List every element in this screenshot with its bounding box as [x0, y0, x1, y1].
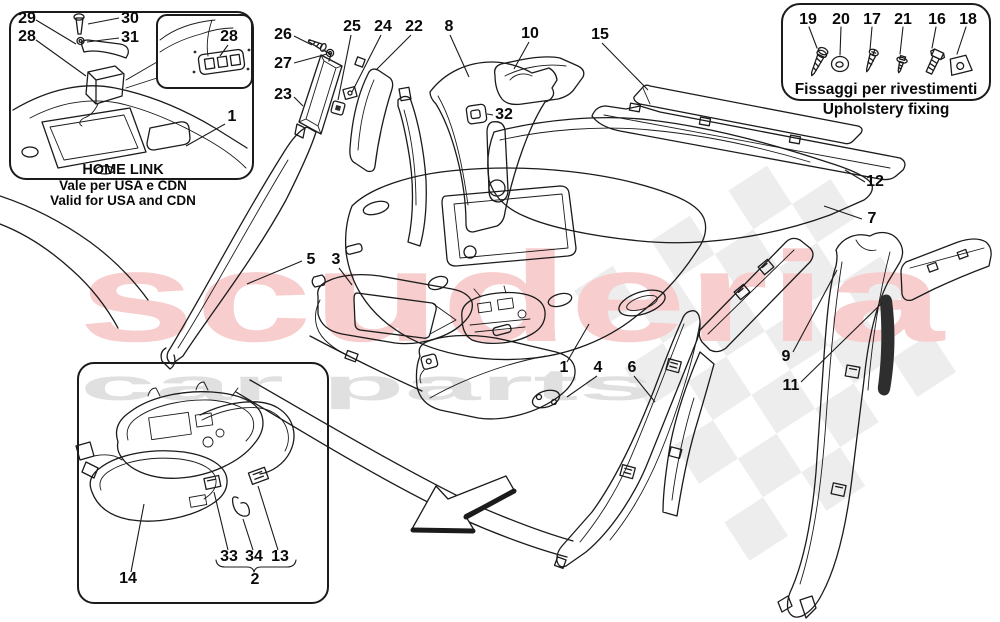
- visor-rail-frame: [294, 39, 343, 139]
- callout-28: 28: [18, 28, 36, 45]
- grab-handle-bracket: [465, 103, 488, 125]
- fastener-legend-box: [781, 3, 991, 101]
- callout-18: 18: [959, 11, 977, 28]
- console-inset-box: [75, 362, 329, 604]
- callout-14: 14: [119, 570, 137, 587]
- sun-visor-right: [415, 334, 576, 420]
- belt-guide-strip: [877, 294, 895, 396]
- callout-labels: 29 30 28 31 28 1 26 27 23 25 24 22 8 10 …: [18, 10, 977, 588]
- clipnut-icon-18: [949, 54, 973, 76]
- callout-29: 29: [18, 10, 36, 27]
- header-trim: [493, 56, 585, 106]
- callout-33: 33: [220, 548, 238, 565]
- leader-lines: [35, 17, 883, 573]
- callout-34: 34: [245, 548, 263, 565]
- callout-20: 20: [832, 11, 850, 28]
- callout-9: 9: [782, 348, 791, 365]
- callout-31: 31: [121, 29, 139, 46]
- a-pillar-trim-upper: [397, 61, 558, 247]
- callout-12: 12: [866, 173, 884, 190]
- callout-27: 27: [274, 55, 292, 72]
- callout-23: 23: [274, 86, 292, 103]
- checkered-flag-watermark: [574, 165, 956, 561]
- fastener-caption-en: Upholstery fixing: [823, 101, 950, 118]
- callout-5: 5: [307, 251, 316, 268]
- homelink-note-en: Valid for USA and CDN: [50, 193, 196, 208]
- sun-visor-left: [311, 274, 473, 363]
- text-labels: HOME LINK Vale per USA e CDN Valid for U…: [50, 81, 977, 208]
- callout-26: 26: [274, 26, 292, 43]
- callout-16: 16: [928, 11, 946, 28]
- homelink-note-it: Vale per USA e CDN: [59, 178, 187, 193]
- callout-3: 3: [332, 251, 341, 268]
- overhead-console: [461, 285, 546, 345]
- roof-strip: [633, 84, 863, 145]
- callout-8: 8: [445, 18, 454, 35]
- rear-quarter-trim: [662, 237, 814, 517]
- callout-1: 1: [560, 359, 569, 376]
- callout-6: 6: [628, 359, 637, 376]
- screw-icon-19: [811, 46, 829, 77]
- callout-28-switch: 28: [220, 28, 238, 45]
- a-pillar-trim-left: [160, 126, 317, 370]
- callout-13: 13: [271, 548, 289, 565]
- visor-rail-panel: [330, 56, 394, 173]
- watermark-sub: car parts: [80, 361, 654, 410]
- callout-32: 32: [495, 106, 513, 123]
- fastener-caption-it: Fissaggi per rivestimenti: [795, 81, 978, 98]
- headliner-panel: [344, 167, 707, 361]
- callout-1-inset: 1: [228, 108, 237, 125]
- screw-icon-17: [865, 48, 879, 73]
- callout-30: 30: [121, 10, 139, 27]
- screw-icon-21: [896, 54, 908, 74]
- callout-4: 4: [594, 359, 603, 376]
- callout-10: 10: [521, 25, 539, 42]
- callout-17: 17: [863, 11, 881, 28]
- callout-21: 21: [894, 11, 912, 28]
- bolt-icon-16: [925, 48, 946, 75]
- callout-22: 22: [405, 18, 423, 35]
- callout-2: 2: [251, 571, 260, 588]
- callout-7: 7: [868, 210, 877, 227]
- roof-rail: [591, 102, 906, 181]
- callout-15: 15: [591, 26, 609, 43]
- b-pillar-trim: [553, 310, 701, 570]
- homelink-title: HOME LINK: [82, 162, 164, 178]
- callout-24: 24: [374, 18, 392, 35]
- callout-11: 11: [783, 377, 800, 394]
- washer-icon-20: [830, 55, 850, 73]
- direction-arrow: [410, 475, 517, 534]
- callout-25: 25: [343, 18, 361, 35]
- quarter-panel: [900, 238, 992, 302]
- rear-headliner-panel: [487, 117, 873, 244]
- callout-19: 19: [799, 11, 817, 28]
- c-pillar-trim: [777, 231, 904, 619]
- watermark-brand: scuderia: [78, 226, 945, 369]
- homelink-inset-box: [9, 11, 254, 180]
